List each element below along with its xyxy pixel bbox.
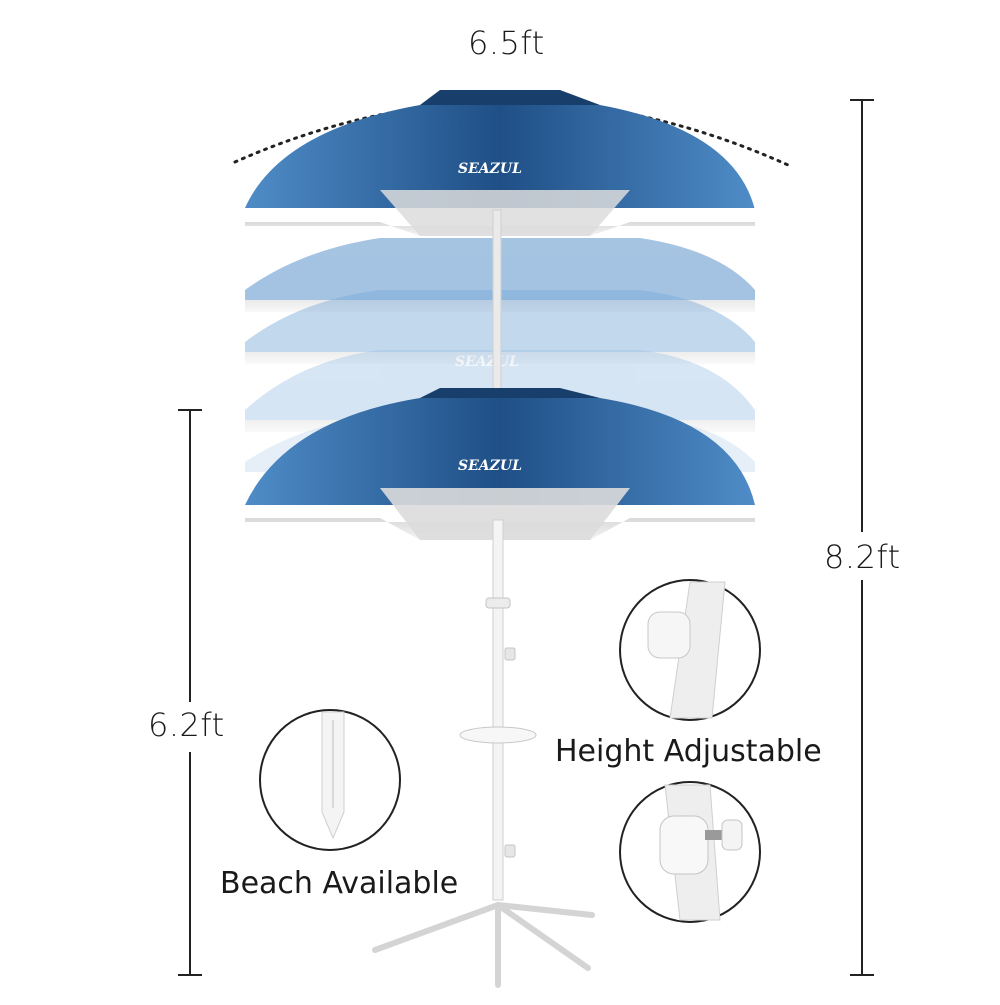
width-arc [233,100,790,167]
beach-available-label: Beach Available [220,866,459,901]
max-height-label: 8.2ft [824,538,901,576]
spike-detail-circle [259,709,401,851]
knob-detail-circle [619,579,761,721]
canopy-top-brand: SEAZUL [458,161,522,177]
pole-upper [492,209,502,411]
height-adjustable-label: Height Adjustable [555,734,822,769]
min-height-dimension [178,409,202,976]
min-height-label: 6.2ft [148,706,225,744]
canopy-bottom-brand: SEAZUL [458,458,522,474]
clamp-detail-circle [619,781,761,923]
width-label: 6.5ft [468,24,545,62]
ghost-brand-logo: SEAZUL [455,354,519,370]
pole-clamp-1 [485,597,511,609]
cup-tray [459,726,537,744]
pole-knob-1 [504,647,516,661]
pole-knob-2 [504,844,516,858]
tripod-stand [372,902,595,988]
pole-main [492,519,504,901]
